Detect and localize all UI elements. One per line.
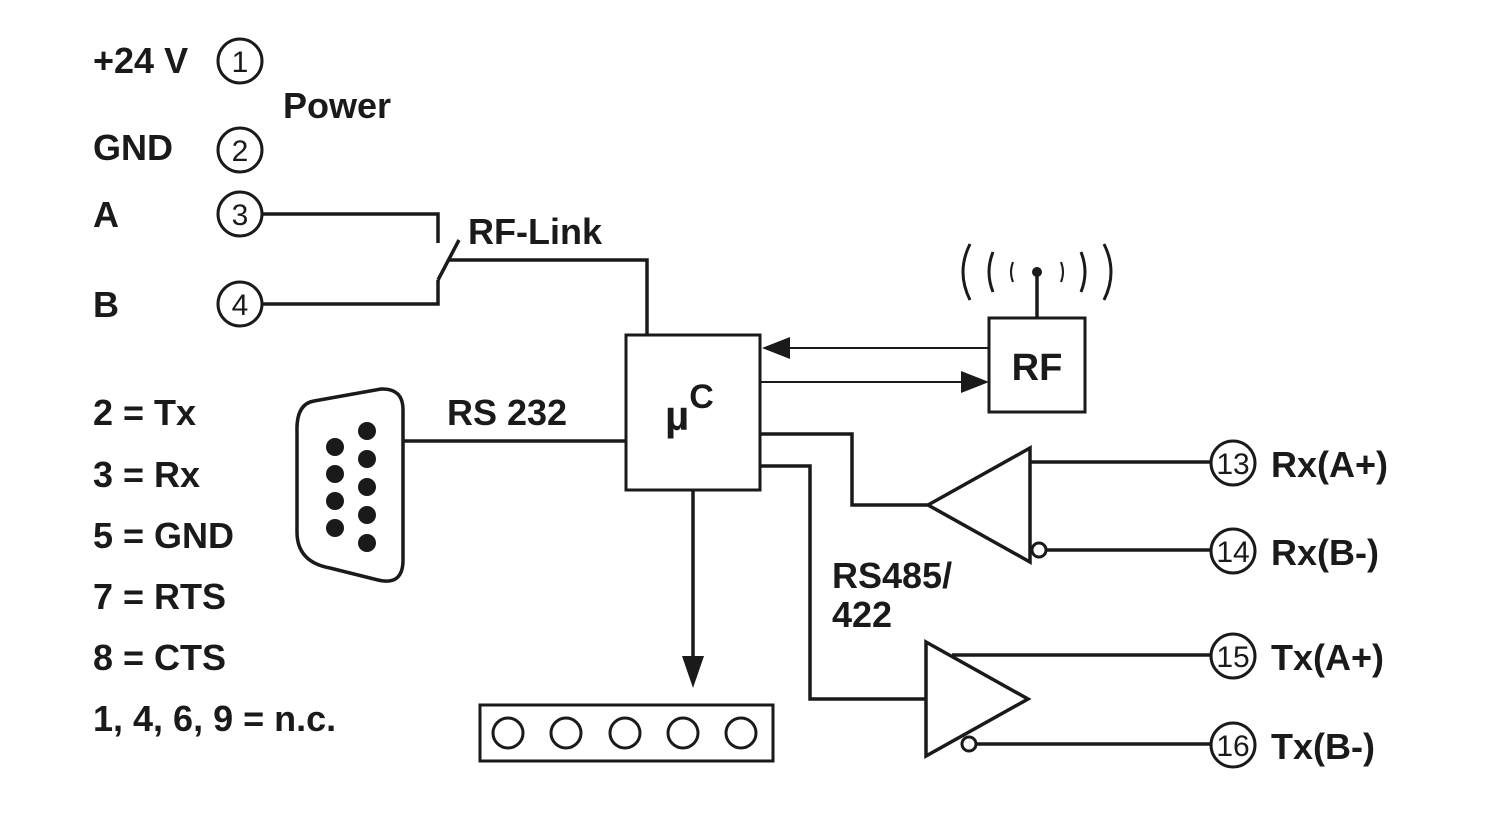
pinout-line: 5 = GND bbox=[93, 515, 234, 556]
antenna-icon bbox=[1032, 267, 1042, 277]
pin-number-3: 3 bbox=[232, 199, 249, 232]
pinout-line: 1, 4, 6, 9 = n.c. bbox=[93, 698, 336, 739]
wire-rflink-to-mcu bbox=[448, 258, 649, 335]
microcontroller-label: µC bbox=[665, 378, 714, 439]
terminal-number-13: 13 bbox=[1216, 448, 1249, 481]
rf-module-box bbox=[987, 316, 1087, 414]
pin-label-24v: +24 V bbox=[93, 40, 188, 81]
pin-circle-2 bbox=[216, 126, 264, 174]
pin-label-gnd: GND bbox=[93, 127, 173, 168]
arrow-to-mcu bbox=[762, 337, 790, 359]
led-indicators bbox=[491, 716, 758, 750]
radio-waves-icon bbox=[961, 243, 1113, 301]
pin-label-b: B bbox=[93, 284, 119, 325]
terminal-circle-14 bbox=[1209, 527, 1257, 575]
terminal-circle-15 bbox=[1209, 632, 1257, 680]
rflink-label: RF-Link bbox=[468, 211, 603, 252]
terminal-circle-16 bbox=[1209, 721, 1257, 769]
rx-invert-bubble bbox=[1030, 541, 1048, 559]
rs232-label: RS 232 bbox=[447, 392, 567, 433]
terminal-label-13: Rx(A+) bbox=[1271, 444, 1388, 485]
rx-receiver-triangle bbox=[924, 445, 1032, 565]
pinout-line: 2 = Tx bbox=[93, 392, 196, 433]
terminal-number-15: 15 bbox=[1216, 641, 1249, 674]
wire-mcu-to-tx bbox=[760, 464, 926, 701]
wire-pin3 bbox=[262, 212, 440, 243]
db9-pins bbox=[326, 422, 376, 552]
terminal-label-14: Rx(B-) bbox=[1271, 532, 1379, 573]
db9-connector bbox=[295, 387, 405, 583]
rf-label: RF bbox=[1012, 347, 1063, 389]
terminal-number-16: 16 bbox=[1216, 730, 1249, 763]
pin-number-1: 1 bbox=[232, 46, 249, 79]
terminal-label-15: Tx(A+) bbox=[1271, 637, 1384, 678]
wire-rx-to-mcu bbox=[760, 432, 928, 507]
terminal-number-14: 14 bbox=[1216, 536, 1249, 569]
microcontroller-box bbox=[624, 333, 762, 492]
terminal-circle-13 bbox=[1209, 439, 1257, 487]
pin-number-4: 4 bbox=[232, 289, 249, 322]
mcu-sup: C bbox=[689, 378, 714, 416]
pinout-line: 7 = RTS bbox=[93, 576, 226, 617]
rs485-label-line2: 422 bbox=[832, 594, 892, 635]
tx-invert-bubble bbox=[960, 735, 978, 753]
pin-number-2: 2 bbox=[232, 135, 249, 168]
power-label: Power bbox=[283, 85, 391, 126]
arrow-to-rf bbox=[961, 371, 989, 393]
pinout-line: 3 = Rx bbox=[93, 454, 200, 495]
tx-driver-triangle bbox=[924, 639, 1032, 759]
rs485-label-line1: RS485/ bbox=[832, 555, 952, 596]
pin-circle-1 bbox=[216, 37, 264, 85]
terminal-label-16: Tx(B-) bbox=[1271, 726, 1375, 767]
pinout-line: 8 = CTS bbox=[93, 637, 226, 678]
pin-label-a: A bbox=[93, 194, 119, 235]
arrow-down bbox=[682, 656, 704, 688]
wire-pin4 bbox=[262, 280, 440, 306]
mcu-mu: µ bbox=[665, 392, 689, 439]
